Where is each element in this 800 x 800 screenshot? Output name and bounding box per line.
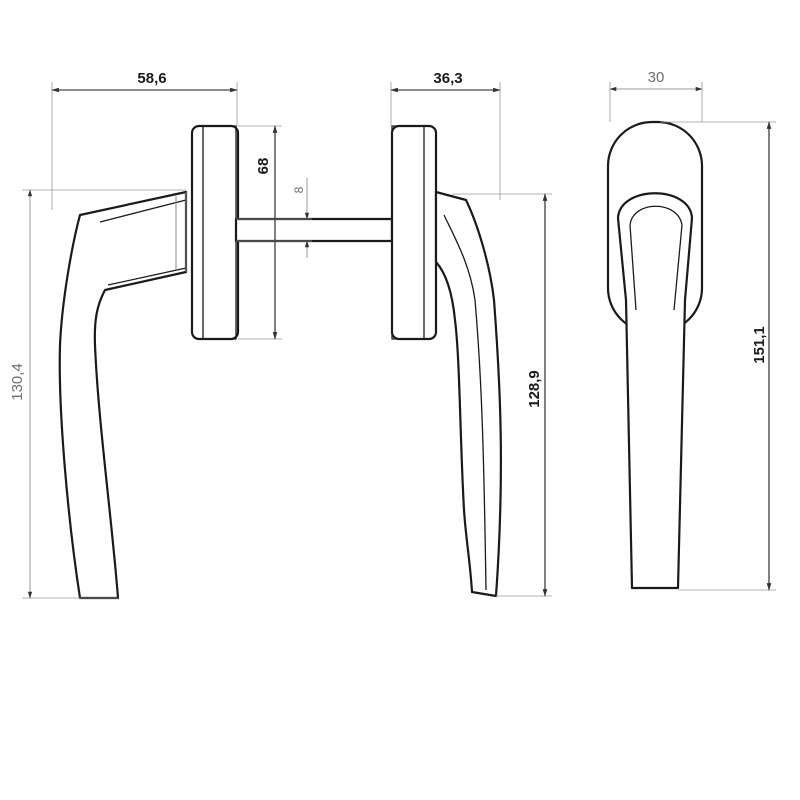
dimension-handle-length-right: 128,9	[452, 193, 552, 597]
dimension-rose-width: 30	[609, 69, 703, 122]
dim-label-30: 30	[648, 69, 665, 86]
front-handle-view	[606, 120, 704, 590]
dimension-handle-depth: 58,6	[51, 70, 238, 210]
dim-label-130-4: 130,4	[9, 363, 26, 401]
dimension-spindle: 8	[236, 178, 312, 258]
dimension-handle-length-left: 130,4	[9, 189, 186, 599]
dimension-total-height: 151,1	[660, 121, 776, 591]
right-rose-plate	[390, 124, 438, 341]
front-lever-inner	[629, 205, 683, 311]
dim-label-58-6: 58,6	[137, 70, 166, 87]
dim-label-151-1: 151,1	[751, 326, 768, 364]
right-rose-inner	[391, 125, 425, 340]
right-lever-groove	[443, 214, 487, 591]
dim-label-36-3: 36,3	[433, 70, 462, 87]
dimension-rose-height: 68	[238, 125, 282, 340]
right-lever	[434, 190, 503, 598]
right-handle-view	[390, 124, 503, 598]
spindle-shaft	[234, 217, 394, 243]
front-lever	[616, 192, 694, 590]
dim-label-68: 68	[255, 158, 272, 175]
left-lever	[58, 190, 188, 600]
left-lever-neck	[175, 192, 187, 272]
dim-label-8: 8	[292, 186, 306, 193]
left-lever-edge	[99, 199, 187, 286]
dimension-rose-depth: 36,3	[390, 70, 501, 200]
left-rose-plate	[190, 124, 240, 341]
left-handle-view	[58, 124, 394, 600]
dim-label-128-9: 128,9	[526, 370, 543, 408]
